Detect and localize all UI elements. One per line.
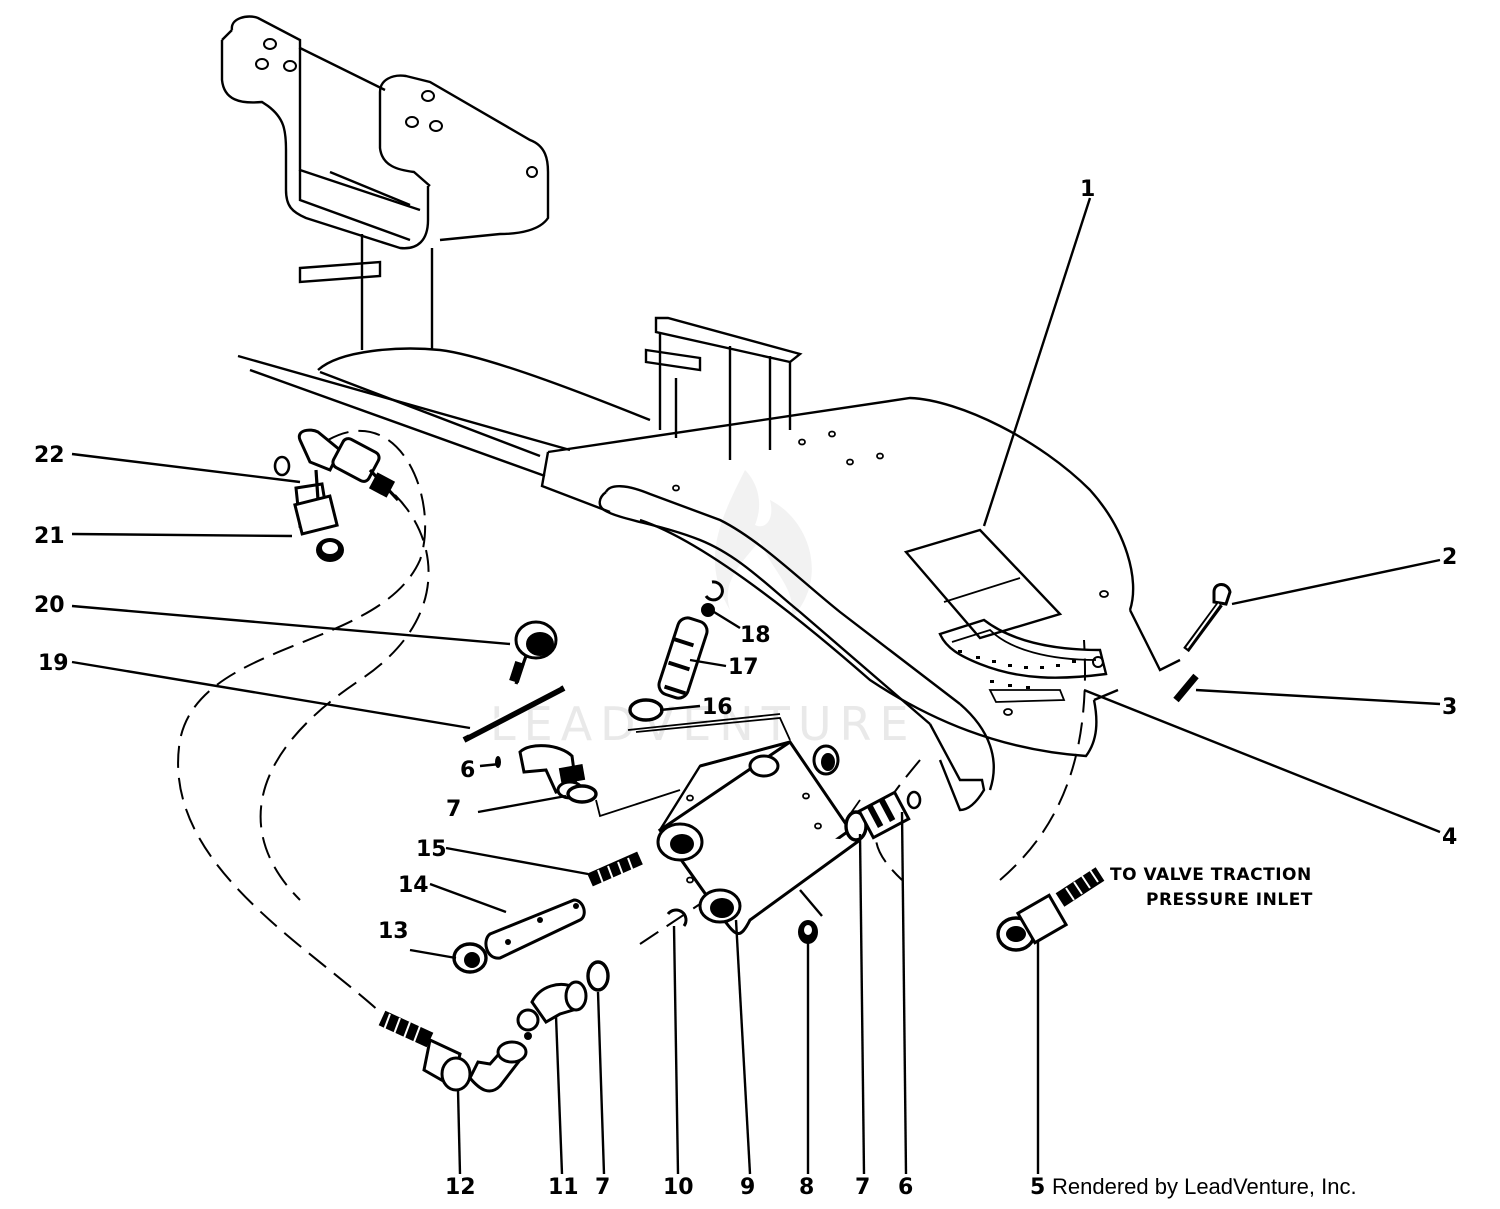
- part-6-fitting-right: [857, 790, 922, 840]
- callout-20: 20: [34, 593, 65, 618]
- callout-1: 1: [1080, 177, 1095, 202]
- callout-17: 17: [728, 655, 759, 680]
- part-16-oring: [628, 698, 664, 722]
- parts: [273, 428, 1232, 1093]
- part-15-spring: [587, 851, 643, 887]
- part-11-elbow: [516, 980, 588, 1040]
- part-3-pin: [1173, 673, 1199, 703]
- connector-lines: [595, 713, 861, 821]
- part-19-rod: [462, 685, 566, 743]
- callout-labels: 1 2 3 4 5 6 6 7 7 7 8 9 10 11 12 13 14 1…: [34, 177, 1457, 1200]
- part-5-fitting: [996, 867, 1105, 952]
- part-2-bolt: [1183, 583, 1232, 653]
- callout-6-left: 6: [460, 758, 475, 783]
- part-12-elbow-hose: [378, 1010, 528, 1093]
- part-7-oring-bottom: [586, 960, 610, 992]
- callout-9: 9: [740, 1175, 755, 1200]
- note-line-1: TO VALVE TRACTION: [1110, 865, 1312, 885]
- callout-22: 22: [34, 443, 65, 468]
- callout-16: 16: [702, 695, 733, 720]
- part-18-clip: [701, 580, 724, 617]
- callout-13: 13: [378, 919, 409, 944]
- callout-15: 15: [416, 837, 447, 862]
- callout-10: 10: [663, 1175, 694, 1200]
- callout-5: 5: [1030, 1175, 1045, 1200]
- callout-12: 12: [445, 1175, 476, 1200]
- part-22-elbow: [273, 428, 400, 502]
- callout-7-bottom-left: 7: [595, 1175, 610, 1200]
- part-7-oring-left: [566, 784, 598, 804]
- inlet-note: TO VALVE TRACTION PRESSURE INLET: [1110, 865, 1313, 910]
- part-10-clip: [666, 908, 688, 927]
- callout-7-bottom-right: 7: [855, 1175, 870, 1200]
- callout-19: 19: [38, 651, 69, 676]
- callout-4: 4: [1442, 825, 1457, 850]
- part-20-knob: [509, 620, 558, 685]
- part-8-nut: [798, 920, 818, 944]
- callout-2: 2: [1442, 545, 1457, 570]
- render-credit: Rendered by LeadVenture, Inc.: [1052, 1174, 1357, 1199]
- part-9-valve-body: [656, 739, 861, 935]
- leader-lines: [71, 197, 1441, 1175]
- part-13-cap: [452, 942, 488, 974]
- callout-14: 14: [398, 873, 429, 898]
- callout-18: 18: [740, 623, 771, 648]
- machine-frame: [220, 15, 1181, 812]
- part-17-spool: [657, 616, 709, 700]
- flame-logo-watermark: [714, 470, 812, 620]
- callout-21: 21: [34, 524, 65, 549]
- callout-11: 11: [548, 1175, 579, 1200]
- callout-3: 3: [1442, 695, 1457, 720]
- note-line-2: PRESSURE INLET: [1146, 890, 1313, 910]
- callout-8: 8: [799, 1175, 814, 1200]
- callout-7-left: 7: [446, 797, 461, 822]
- part-14-tube: [484, 898, 586, 960]
- part-plug-top: [812, 744, 840, 776]
- part-21-tee: [293, 469, 344, 562]
- callout-6-bottom: 6: [898, 1175, 913, 1200]
